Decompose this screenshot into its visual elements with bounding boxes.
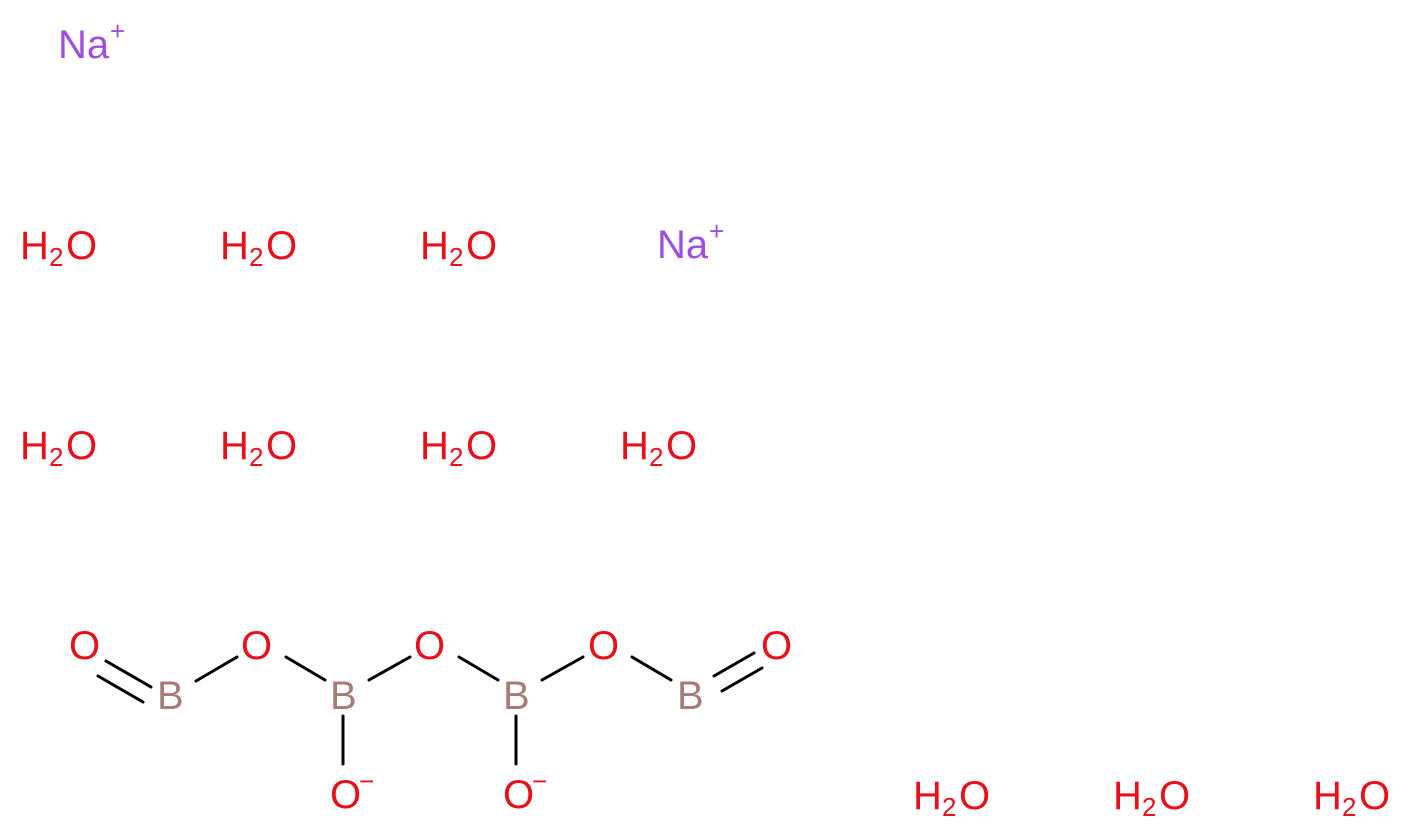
- water-o: O: [959, 774, 990, 818]
- sodium-ion-1: Na +: [58, 16, 125, 67]
- double-bond-line: [104, 659, 153, 689]
- water-h: H: [220, 224, 249, 268]
- oxygen-atom: O: [414, 624, 445, 668]
- oxygen-atom: O: [241, 624, 272, 668]
- double-bond-line: [96, 674, 145, 704]
- water-subscript: 2: [249, 442, 263, 472]
- water-h: H: [220, 424, 249, 468]
- water-o: O: [266, 224, 297, 268]
- water-subscript: 2: [449, 442, 463, 472]
- double-bond-line: [712, 651, 756, 678]
- water-o: O: [466, 424, 497, 468]
- oxide-oxygen: O: [330, 773, 361, 817]
- water-molecule-8: H 2 O: [913, 774, 990, 822]
- water-subscript: 2: [249, 242, 263, 272]
- borate-anion: O B O B O B O B O O − O −: [69, 624, 792, 817]
- single-bond: [457, 655, 500, 682]
- water-h: H: [420, 424, 449, 468]
- water-o: O: [1159, 774, 1190, 818]
- water-molecule-3: H 2 O: [420, 224, 497, 272]
- water-subscript: 2: [49, 442, 63, 472]
- water-molecule-2: H 2 O: [220, 224, 297, 272]
- oxygen-atom: O: [761, 624, 792, 668]
- water-o: O: [66, 224, 97, 268]
- water-o: O: [466, 224, 497, 268]
- water-o: O: [66, 424, 97, 468]
- water-o: O: [666, 424, 697, 468]
- water-h: H: [1313, 774, 1342, 818]
- sodium-symbol: Na: [657, 223, 709, 267]
- sodium-ion-2: Na +: [657, 216, 724, 267]
- single-bond: [284, 655, 327, 682]
- sodium-symbol: Na: [58, 23, 110, 67]
- water-h: H: [913, 774, 942, 818]
- water-molecule-5: H 2 O: [220, 424, 297, 472]
- borate-bonds: [96, 651, 764, 766]
- boron-atom: B: [330, 674, 357, 718]
- water-h: H: [420, 224, 449, 268]
- water-h: H: [1113, 774, 1142, 818]
- single-bond: [540, 655, 585, 682]
- water-molecule-4: H 2 O: [20, 424, 97, 472]
- single-bond: [194, 655, 239, 683]
- sodium-charge: +: [110, 16, 125, 46]
- water-molecule-7: H 2 O: [620, 424, 697, 472]
- boron-atom: B: [503, 674, 530, 718]
- sodium-charge: +: [709, 216, 724, 246]
- water-h: H: [20, 224, 49, 268]
- water-subscript: 2: [649, 442, 663, 472]
- water-h: H: [620, 424, 649, 468]
- water-subscript: 2: [449, 242, 463, 272]
- single-bond: [367, 655, 412, 682]
- oxide-oxygen: O: [503, 773, 534, 817]
- water-h: H: [20, 424, 49, 468]
- water-molecule-10: H 2 O: [1313, 774, 1390, 822]
- single-bond: [630, 655, 673, 682]
- boron-atom: B: [677, 674, 704, 718]
- water-subscript: 2: [1342, 792, 1356, 822]
- water-subscript: 2: [1142, 792, 1156, 822]
- water-molecule-9: H 2 O: [1113, 774, 1190, 822]
- oxygen-atom: O: [588, 624, 619, 668]
- oxide-charge: −: [359, 766, 374, 796]
- double-bond-line: [720, 666, 764, 693]
- water-molecule-6: H 2 O: [420, 424, 497, 472]
- water-o: O: [266, 424, 297, 468]
- oxide-charge: −: [532, 766, 547, 796]
- water-molecule-1: H 2 O: [20, 224, 97, 272]
- oxygen-atom: O: [69, 624, 100, 668]
- boron-atom: B: [157, 674, 184, 718]
- water-subscript: 2: [49, 242, 63, 272]
- water-o: O: [1359, 774, 1390, 818]
- water-subscript: 2: [942, 792, 956, 822]
